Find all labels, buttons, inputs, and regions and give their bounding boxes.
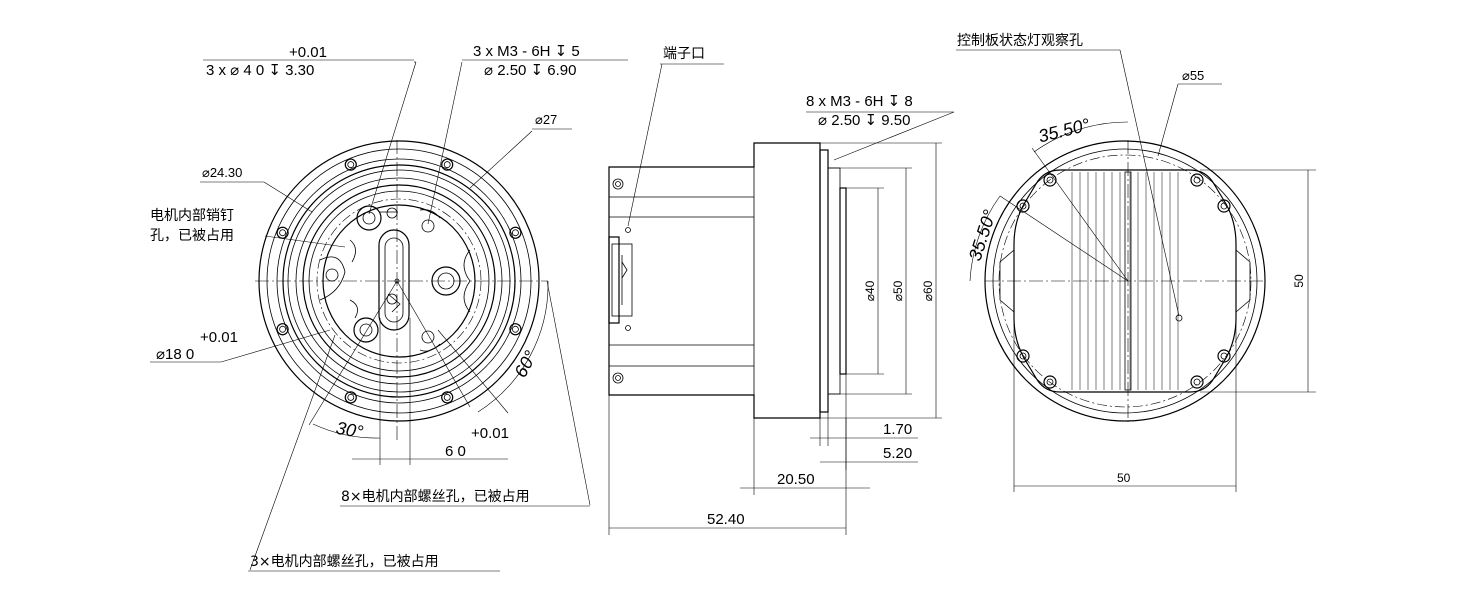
thread-callout-2: ⌀ 2.50 ↧ 6.90 xyxy=(484,62,577,79)
dia-40-label: ⌀40 xyxy=(863,280,877,301)
dia-18-label: ⌀18 0 xyxy=(156,346,194,363)
dia-24-label: ⌀24.30 xyxy=(202,165,242,180)
status-light-label: 控制板状态灯观察孔 xyxy=(957,32,1083,49)
dia-60-label: ⌀60 xyxy=(921,280,935,301)
width-50-label: 50 xyxy=(1117,471,1131,485)
pin-hole-note-2: 孔，已被占用 xyxy=(150,228,234,244)
hole-tolerance: +0.01 xyxy=(289,44,327,61)
front-view: +0.01 3 x ⌀ 4 0 ↧ 3.30 3 x M3 - 6H ↧ 5 ⌀… xyxy=(150,43,628,572)
angle-30-label: 30° xyxy=(334,418,364,442)
angle-top-label: 35.50° xyxy=(1036,114,1092,146)
terminal-port-label: 端子口 xyxy=(663,46,705,62)
thread-callout-1: 3 x M3 - 6H ↧ 5 xyxy=(473,43,580,60)
dim-52-40: 52.40 xyxy=(707,511,745,528)
rear-bolt-holes xyxy=(1016,173,1231,389)
pin-hole-note-1: 电机内部销钉 xyxy=(150,208,234,224)
side-view: 端子口 8 x M3 - 6H ↧ 8 ⌀ 2.50 ↧ 9.50 ⌀40 ⌀5… xyxy=(608,46,955,535)
dim-6-tolerance: +0.01 xyxy=(471,425,509,442)
side-thread-callout-2: ⌀ 2.50 ↧ 9.50 xyxy=(818,112,911,129)
note-8x-holes: 8×电机内部螺丝孔，已被占用 xyxy=(341,489,530,505)
height-50-label: 50 xyxy=(1292,274,1306,288)
dia-27-label: ⌀27 xyxy=(535,112,557,127)
rear-view: 控制板状态灯观察孔 ⌀55 35.50° 35.50° 50 50 xyxy=(956,32,1316,492)
dim-6-label: 6 0 xyxy=(445,443,466,460)
angle-left-label: 35.50° xyxy=(965,207,1000,263)
side-thread-callout-1: 8 x M3 - 6H ↧ 8 xyxy=(806,93,913,110)
dia-55-label: ⌀55 xyxy=(1182,68,1204,83)
note-3x-holes: 3×电机内部螺丝孔，已被占用 xyxy=(250,554,439,570)
dim-1-70: 1.70 xyxy=(883,421,912,438)
dim-5-20: 5.20 xyxy=(883,445,912,462)
dim-20-50: 20.50 xyxy=(777,471,815,488)
angle-60-label: 60° xyxy=(510,347,540,380)
hole-callout: 3 x ⌀ 4 0 ↧ 3.30 xyxy=(206,62,314,79)
dia-50-label: ⌀50 xyxy=(891,280,905,301)
flange-bolt-holes xyxy=(276,158,522,404)
dia-18-tolerance: +0.01 xyxy=(200,329,238,346)
